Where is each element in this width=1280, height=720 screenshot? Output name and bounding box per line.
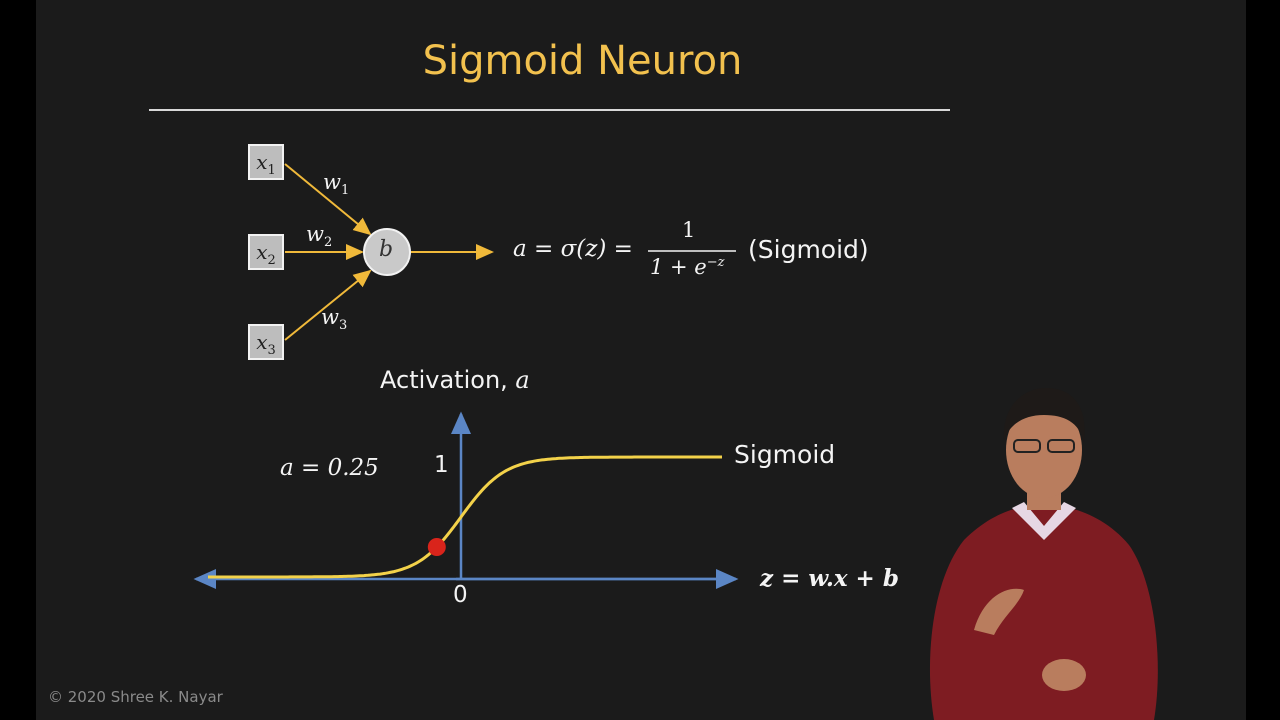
input-label-x2: x2: [256, 240, 276, 268]
equation-lhs: a = σ(z) =: [513, 236, 633, 262]
curve-label: Sigmoid: [734, 440, 836, 469]
equation-label: (Sigmoid): [748, 235, 869, 264]
xtick-zero: 0: [453, 582, 468, 608]
ytick-one: 1: [434, 452, 449, 478]
weight-arrow-3: [284, 269, 372, 341]
neuron-diagram: [193, 144, 739, 589]
equation-denominator: 1 + e−z: [650, 255, 725, 279]
presenter-photo: [929, 388, 1158, 720]
bias-label: b: [379, 237, 394, 262]
slide: Sigmoid Neuron: [36, 0, 1246, 720]
current-value-label: a = 0.25: [280, 455, 379, 481]
input-box-x1: [248, 144, 284, 180]
neuron-node: [363, 228, 411, 276]
title-divider: [149, 109, 950, 111]
weight-label-w1: w1: [323, 170, 350, 199]
input-label-x3: x3: [256, 330, 276, 358]
copyright-notice: © 2020 Shree K. Nayar: [48, 688, 223, 706]
weight-label-w2: w2: [306, 222, 333, 251]
weight-label-w3: w3: [321, 305, 348, 334]
plot-xlabel: z = w.x + b: [760, 565, 899, 592]
current-point-marker: [427, 538, 446, 556]
sigmoid-curve: [208, 455, 722, 579]
equation-numerator: 1: [682, 218, 696, 242]
input-box-x2: [248, 234, 284, 270]
input-label-x1: x1: [256, 150, 276, 178]
weight-arrow-1: [284, 163, 372, 236]
input-box-x3: [248, 324, 284, 360]
slide-title: Sigmoid Neuron: [422, 38, 743, 84]
plot-ylabel: Activation, a: [380, 366, 530, 394]
